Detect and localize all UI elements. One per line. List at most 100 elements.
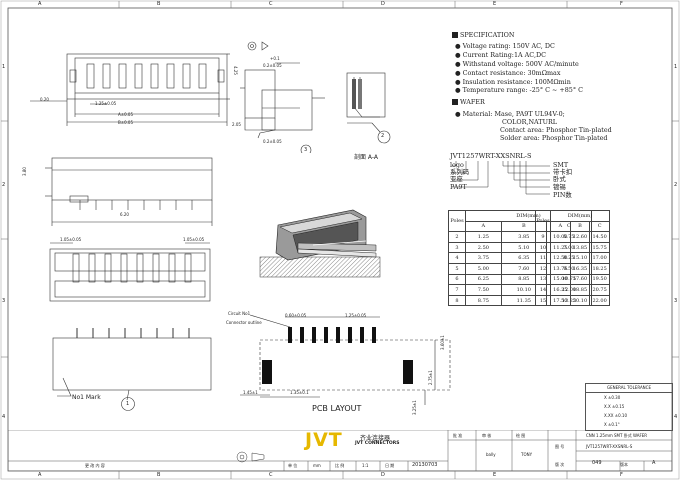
pcb-dim-height: 3.60±1 bbox=[440, 335, 445, 350]
revision-label: 更 改 内 容 bbox=[85, 463, 105, 468]
row-label-2-right: 2 bbox=[674, 182, 678, 188]
jvt-logo: JVT bbox=[305, 429, 343, 451]
circuit-no1-label: Circuit No1 bbox=[228, 311, 251, 316]
dim-right-cell: 14.50 bbox=[589, 231, 610, 243]
side-view-drawing bbox=[240, 41, 325, 153]
spec-line-4-text: Contact resistance: 30mΩmax bbox=[462, 69, 561, 77]
spec-line-6-text: Temperature range: -25° C ~ +85° C bbox=[462, 86, 583, 94]
dim-right-cell: 17.60 bbox=[569, 273, 591, 286]
spec-line-1: ● Voltage rating: 150V AC, DC bbox=[455, 42, 555, 50]
spec-line-2: ● Current Rating:1A AC,DC bbox=[455, 51, 546, 59]
title-block-grid bbox=[8, 430, 672, 471]
col-label-b-bottom: B bbox=[157, 472, 161, 478]
dim-left-cell: 2.50 bbox=[465, 241, 502, 254]
dim-left-cell: 8 bbox=[448, 294, 466, 307]
col-label-a-bottom: A bbox=[38, 472, 42, 478]
spec-line-3-text: Withstand voltage: 500V AC/minute bbox=[462, 60, 579, 68]
dim-left-cell: 1.25 bbox=[465, 231, 502, 243]
dim-right-cell: 13.85 bbox=[569, 241, 591, 254]
dim-right-cell: 13 bbox=[535, 273, 551, 286]
row-label-1-right: 1 bbox=[674, 64, 678, 70]
row-label-3-left: 3 bbox=[2, 298, 6, 304]
dim-right-cell: 15.10 bbox=[569, 252, 591, 264]
dim-right-cell: 11.25 bbox=[550, 241, 571, 254]
dim-right-cell: 9 bbox=[535, 231, 551, 243]
part-number-leaders bbox=[452, 161, 550, 195]
spec-title-square-icon bbox=[452, 32, 458, 38]
col-label-b-top: B bbox=[157, 1, 161, 7]
dim-left-cell: 5.00 bbox=[465, 262, 502, 275]
side-dim-top: +0.1 bbox=[270, 56, 280, 61]
balloon-2-label: 2 bbox=[381, 133, 385, 139]
pn-left-label-2: 系列码 bbox=[450, 168, 470, 176]
dim-right-cell: 12.60 bbox=[569, 231, 591, 243]
dim-left-cell: 6 bbox=[448, 273, 466, 286]
spec-line-5-text: Insulation resistance: 100MΩmin bbox=[462, 78, 571, 86]
dim-table-right-dim-header: DIM(mm) bbox=[550, 210, 610, 222]
reviewer-name: bally bbox=[486, 452, 496, 457]
tolerance-row-2: X.X ±0.15 bbox=[604, 404, 625, 409]
pcb-dim-left: 1.45±1 bbox=[243, 390, 258, 395]
spec-line-6: ● Temperature range: -25° C ~ +85° C bbox=[455, 86, 583, 94]
top-dim-height: 4.25 bbox=[233, 66, 238, 75]
material-line-2: COLOR,NATURL bbox=[502, 118, 558, 126]
part-number-value: JVT1257WRT-XXSNRL-S bbox=[586, 444, 633, 449]
section-aa-label: 剖面 A-A bbox=[354, 154, 379, 161]
dim-right-cell: 10.00 bbox=[550, 231, 571, 243]
dim-left-cell: 2 bbox=[448, 231, 466, 243]
dim-left-cell: 6.25 bbox=[465, 273, 502, 286]
pcb-dim-pad: 0.60±0.05 bbox=[285, 313, 307, 318]
front-view-drawing bbox=[45, 157, 213, 226]
doc-no-label: 图 号 bbox=[555, 444, 565, 449]
plan-view-drawing bbox=[52, 328, 212, 400]
dim-right-cell: 20.10 bbox=[569, 294, 591, 307]
dim-col-b-right: B bbox=[569, 220, 591, 233]
col-label-f-bottom: F bbox=[620, 472, 623, 478]
dim-right-cell: 10 bbox=[535, 241, 551, 254]
spec-line-1-text: Voltage rating: 150V AC, DC bbox=[462, 42, 555, 50]
col-label-f-top: F bbox=[620, 1, 623, 7]
spec-title: SPECIFICATION bbox=[460, 31, 515, 39]
row-label-2-left: 2 bbox=[2, 182, 6, 188]
front-dim-width: 6.20 bbox=[120, 212, 129, 217]
wafer-title-square-icon bbox=[452, 99, 458, 105]
pcb-layout-drawing bbox=[240, 314, 451, 405]
company-name-cn: 齐业连接器 bbox=[360, 435, 391, 442]
draw-label: 绘 图 bbox=[516, 433, 526, 438]
scale-label: 比 例 bbox=[335, 463, 345, 468]
dim-right-cell: 11 bbox=[535, 252, 551, 264]
part-number-code: JVT1257WRT-XXSNRL-S bbox=[450, 152, 532, 160]
pn-right-label-3: 卧式 bbox=[553, 175, 566, 183]
dim-right-cell: 20.75 bbox=[589, 284, 610, 296]
date-label: 日 期 bbox=[385, 463, 395, 468]
pn-right-label-2: 带卡扣 bbox=[553, 168, 573, 176]
dim-right-cell: 17.50 bbox=[550, 294, 571, 307]
spec-line-5: ● Insulation resistance: 100MΩmin bbox=[455, 78, 571, 86]
dim-right-cell: 17.00 bbox=[589, 252, 610, 264]
dim-col-a-right: A bbox=[550, 220, 571, 233]
version-label: 版本 bbox=[620, 462, 628, 467]
col-label-e-bottom: E bbox=[493, 472, 497, 478]
version-value: A bbox=[652, 460, 656, 466]
sheet-number: 049 bbox=[592, 460, 602, 466]
dim-left-cell: 8.75 bbox=[465, 294, 502, 307]
material-line-1-text: Material: Mase, PA9T UL94V-0; bbox=[462, 110, 565, 118]
no1-mark-label: No1 Mark bbox=[72, 394, 101, 401]
col-label-c-top: C bbox=[269, 1, 273, 7]
bottom-dim-left: 1.05±0.05 bbox=[60, 237, 82, 242]
balloon-3-label: 3 bbox=[304, 147, 308, 153]
front-dim-height: 3.80 bbox=[22, 167, 27, 176]
approve-label: 批 准 bbox=[453, 433, 463, 438]
side-dim-tol2: 0.2±0.05 bbox=[263, 139, 282, 144]
tolerance-row-1: X ±0.30 bbox=[604, 395, 621, 400]
material-line-4: Solder area: Phosphor Tin-plated bbox=[500, 134, 608, 142]
connector-outline-label: Connector outline bbox=[226, 320, 262, 325]
dim-right-cell: 18.85 bbox=[569, 284, 591, 296]
